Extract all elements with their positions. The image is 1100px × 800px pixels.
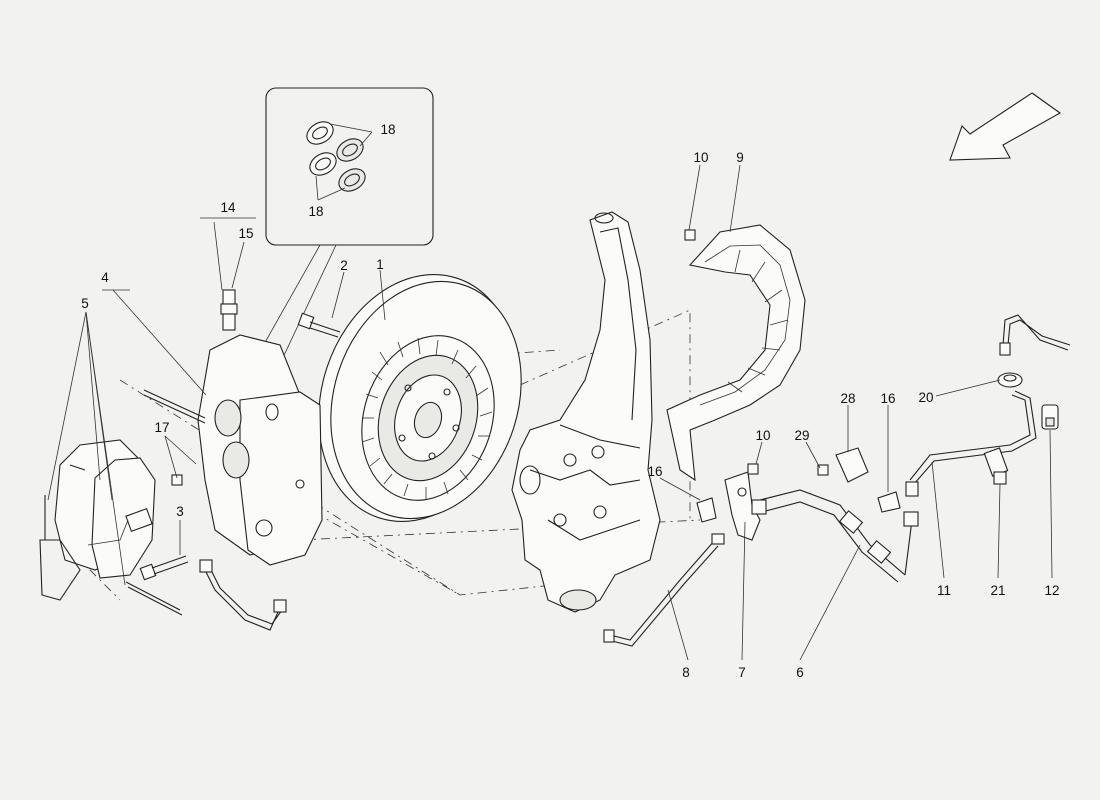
pad-retaining-pin (125, 389, 206, 616)
callout-3: 3 (176, 504, 184, 519)
mounting-bracket (835, 447, 869, 483)
brake-caliper (197, 334, 323, 566)
rubber-grommet (997, 372, 1023, 388)
callout-10-lower: 10 (755, 428, 770, 443)
seal-ring-icon (309, 152, 337, 176)
shield-bolt (684, 229, 696, 241)
callout-11: 11 (937, 583, 951, 598)
hose-clip-right (877, 491, 901, 513)
callout-12: 12 (1044, 583, 1059, 598)
brake-disc (318, 273, 522, 523)
callout-17: 17 (154, 420, 169, 435)
callout-labels: 1 2 3 4 5 6 7 8 9 10 10 11 12 14 15 16 1… (81, 122, 1059, 680)
bracket-bolt-10 (747, 463, 759, 475)
callout-1: 1 (376, 257, 384, 272)
callout-16-left: 16 (647, 464, 662, 479)
electrical-connector (1041, 404, 1059, 430)
callout-4: 4 (101, 270, 109, 285)
seal-ring-icon (306, 121, 334, 145)
wear-sensor (983, 447, 1009, 485)
callout-29: 29 (794, 428, 809, 443)
callout-10-top: 10 (693, 150, 708, 165)
seal-ring-icon (336, 138, 364, 162)
callout-5: 5 (81, 296, 89, 311)
front-direction-arrow-icon (949, 92, 1062, 161)
callout-8: 8 (682, 665, 690, 680)
callout-2: 2 (340, 258, 348, 273)
callout-14: 14 (220, 200, 236, 215)
callout-16-right: 16 (880, 391, 895, 406)
callout-21: 21 (990, 583, 1005, 598)
hose-clip (696, 497, 717, 523)
rigid-brake-pipe (903, 390, 1037, 527)
hose-bracket (724, 471, 761, 541)
flexible-brake-hose (751, 489, 913, 583)
leader-lines (47, 164, 1053, 661)
bleeder-valve (220, 289, 238, 331)
callout-7: 7 (738, 665, 746, 680)
brake-line (603, 533, 725, 647)
callout-6: 6 (796, 665, 804, 680)
callout-18-bottom: 18 (308, 204, 323, 219)
brake-dust-shield (666, 224, 806, 482)
caliper-bolt-lower (139, 555, 189, 581)
upper-brake-pipe (999, 314, 1071, 356)
brake-pipe (199, 559, 287, 631)
callout-15: 15 (238, 226, 253, 241)
caliper-bolt (297, 312, 341, 338)
seal-ring-icon (338, 168, 366, 192)
bracket-bolt (817, 464, 829, 476)
callout-28: 28 (840, 391, 855, 406)
caliper-fitting (171, 474, 183, 486)
callout-9: 9 (736, 150, 744, 165)
callout-20: 20 (918, 390, 933, 405)
callout-18-top: 18 (380, 122, 395, 137)
steering-knuckle (511, 211, 661, 613)
brake-pads (39, 439, 156, 601)
